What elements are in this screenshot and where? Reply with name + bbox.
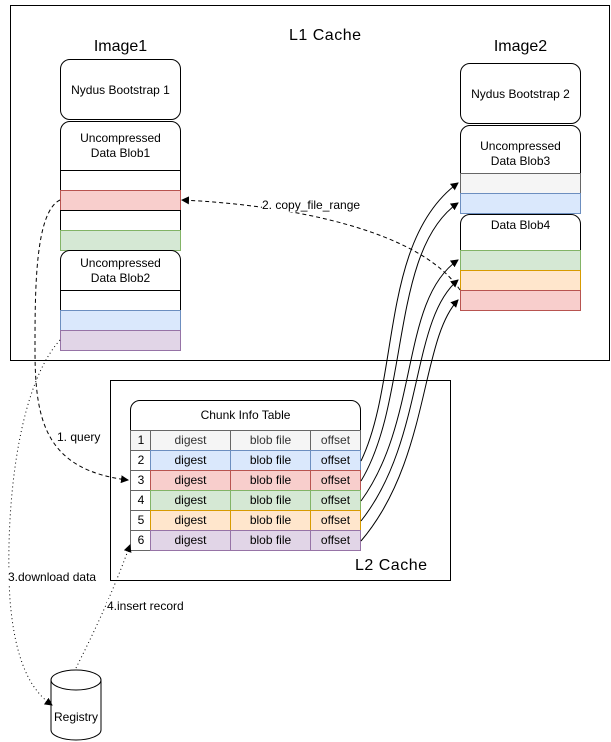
blob1-chunk-green bbox=[60, 230, 181, 251]
image2-bootstrap: Nydus Bootstrap 2 bbox=[460, 63, 581, 124]
image2-title: Image2 bbox=[493, 38, 548, 55]
chunk-row-3-digest-cell: digest bbox=[150, 470, 231, 491]
chunk-row-4-blob-file-cell: blob file bbox=[230, 490, 311, 511]
image1-bootstrap: Nydus Bootstrap 1 bbox=[60, 59, 181, 120]
blob2-chunk-purple bbox=[60, 330, 181, 351]
chunk-row-2-index-cell: 2 bbox=[130, 450, 151, 471]
chunk-row-2-blob-file-cell: blob file bbox=[230, 450, 311, 471]
chunk-row-4-index-cell: 4 bbox=[130, 490, 151, 511]
blob1-chunk-empty-2 bbox=[60, 210, 181, 231]
blob1-chunk-red bbox=[60, 190, 181, 211]
blob1-chunk-empty-1 bbox=[60, 170, 181, 191]
copy-file-range-label: 2. copy_file_range bbox=[262, 198, 361, 212]
blob4-chunk-green bbox=[460, 250, 581, 271]
chunk-row-6-index-cell: 6 bbox=[130, 530, 151, 551]
chunk-row-1-offset-cell: offset bbox=[310, 430, 361, 451]
chunk-row-4-digest-cell: digest bbox=[150, 490, 231, 511]
download-data-arrow bbox=[8, 339, 61, 706]
image1-blob1-header: Uncompressed Data Blob1 bbox=[60, 121, 181, 171]
chunk-row-1-index-cell: 1 bbox=[130, 430, 151, 451]
blob3-chunk-gray bbox=[460, 173, 581, 194]
registry-label: Registry bbox=[53, 710, 98, 724]
image2-blob3-header: Uncompressed Data Blob3 bbox=[460, 125, 581, 174]
chunk-row-6-blob-file-cell: blob file bbox=[230, 530, 311, 551]
chunk-row-3-blob-file-cell: blob file bbox=[230, 470, 311, 491]
chunk-row-4-offset-cell: offset bbox=[310, 490, 361, 511]
chunk-row-1-digest-cell: digest bbox=[150, 430, 231, 451]
chunk-row-2-offset-cell: offset bbox=[310, 450, 361, 471]
chunk-row-5-offset-cell: offset bbox=[310, 510, 361, 531]
registry-database-icon bbox=[50, 669, 102, 741]
download-data-label: 3.download data bbox=[8, 570, 97, 584]
blob3-chunk-blue bbox=[460, 193, 581, 214]
insert-record-label: 4.insert record bbox=[107, 599, 184, 613]
l1-cache-box bbox=[10, 5, 610, 361]
chunk-row-5-index-cell: 5 bbox=[130, 510, 151, 531]
chunk-row-5-blob-file-cell: blob file bbox=[230, 510, 311, 531]
image2-blob4-header: Data Blob4 bbox=[460, 214, 581, 251]
chunk-row-6-digest-cell: digest bbox=[150, 530, 231, 551]
blob2-chunk-empty bbox=[60, 290, 181, 311]
chunk-row-1-blob-file-cell: blob file bbox=[230, 430, 311, 451]
chunk-row-6-offset-cell: offset bbox=[310, 530, 361, 551]
chunk-table-title: Chunk Info Table bbox=[130, 400, 361, 431]
chunk-row-3-offset-cell: offset bbox=[310, 470, 361, 491]
l1-cache-title: L1 Cache bbox=[289, 27, 362, 44]
chunk-row-5-digest-cell: digest bbox=[150, 510, 231, 531]
blob4-chunk-orange bbox=[460, 270, 581, 291]
blob2-chunk-blue bbox=[60, 310, 181, 331]
l2-cache-title: L2 Cache bbox=[355, 557, 428, 574]
chunk-row-3-index-cell: 3 bbox=[130, 470, 151, 491]
image1-blob2-header: Uncompressed Data Blob2 bbox=[60, 250, 181, 291]
blob4-chunk-red bbox=[460, 290, 581, 311]
query-label: 1. query bbox=[57, 430, 101, 444]
image1-title: Image1 bbox=[93, 38, 148, 55]
chunk-row-2-digest-cell: digest bbox=[150, 450, 231, 471]
